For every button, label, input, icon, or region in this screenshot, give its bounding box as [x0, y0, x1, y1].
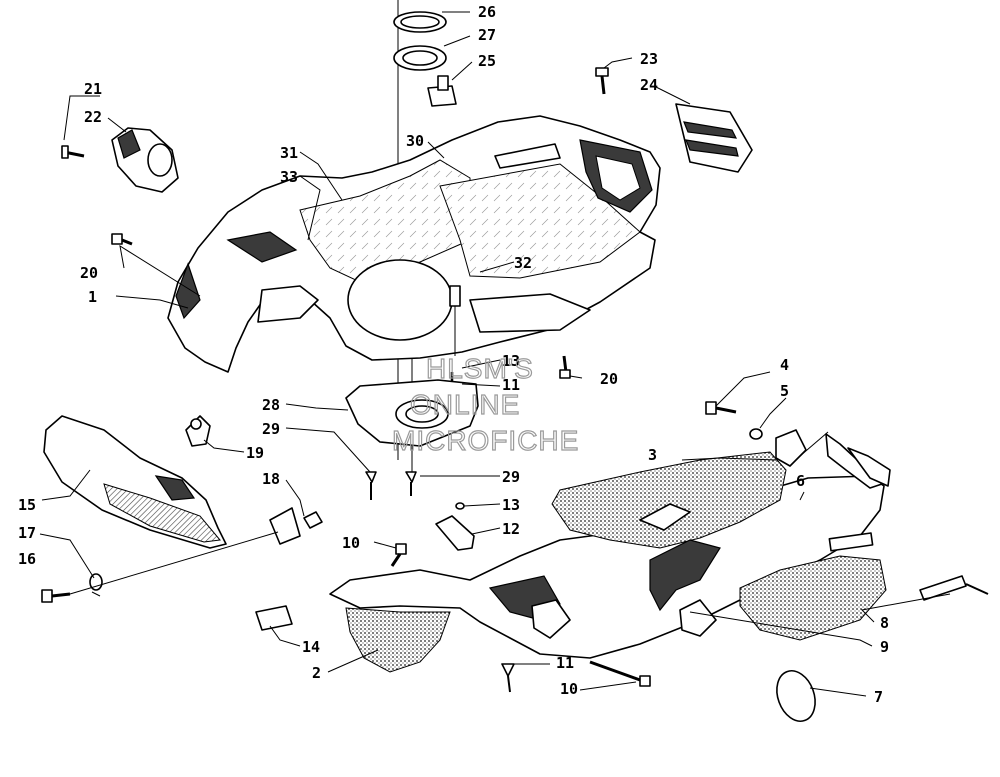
callout-8: 8: [880, 614, 889, 632]
callout-17: 17: [18, 524, 36, 542]
screw-21: [61, 145, 85, 159]
callout-19: 19: [246, 444, 264, 462]
callout-15: 15: [18, 496, 36, 514]
fastener-13-upper: [449, 285, 461, 356]
callout-29-right: 29: [502, 468, 520, 486]
callout-13-lower: 13: [502, 496, 520, 514]
callout-21: 21: [84, 80, 102, 98]
screw-20-left: [111, 233, 133, 246]
callout-10-upper: 10: [342, 534, 360, 552]
callout-11-upper: 11: [502, 376, 520, 394]
steering-boot-plate-28: [345, 379, 479, 447]
bracket-18: [269, 507, 323, 545]
screw-23: [595, 67, 609, 95]
callout-5: 5: [780, 382, 789, 400]
callout-18: 18: [262, 470, 280, 488]
callout-12: 12: [502, 520, 520, 538]
callout-29-left: 29: [262, 420, 280, 438]
callout-4: 4: [780, 356, 789, 374]
rivet-29-left: [365, 471, 377, 500]
upper-console-body: [167, 115, 661, 373]
screw-10-lower: [589, 660, 651, 687]
plug-cap-7: [776, 670, 816, 722]
fastener-13-lower: [455, 502, 465, 510]
flange-ring-27: [393, 45, 447, 71]
screw-16: [41, 589, 71, 603]
callout-9: 9: [880, 638, 889, 656]
callout-31: 31: [280, 144, 298, 162]
callout-20-left: 20: [80, 264, 98, 282]
watermark-line-3: MICROFICHE: [392, 425, 579, 456]
washer-17: [89, 573, 103, 591]
callout-2: 2: [312, 664, 321, 682]
rivet-29-right: [405, 471, 417, 496]
screw-20-right: [559, 355, 571, 379]
callout-33: 33: [280, 168, 298, 186]
callout-3: 3: [648, 446, 657, 464]
callout-20-right: 20: [600, 370, 618, 388]
screw-4: [705, 401, 737, 415]
side-bumper-15: [43, 415, 227, 549]
clip-14: [255, 605, 293, 631]
callout-24: 24: [640, 76, 658, 94]
callout-13-upper: 13: [502, 352, 520, 370]
vent-louver-24: [675, 103, 753, 173]
retainer-12: [435, 515, 475, 551]
callout-11-lower: 11: [556, 654, 574, 672]
callout-7: 7: [874, 688, 883, 706]
callout-25: 25: [478, 52, 496, 70]
callout-1: 1: [88, 288, 97, 306]
leader-lines: [39, 11, 951, 697]
pivot-bracket-25: [427, 75, 457, 107]
screw-10-upper: [390, 543, 407, 567]
headlight-bezel-22: [111, 127, 179, 193]
seal-ring-26: [393, 11, 447, 33]
watermark: HLSM'S ONLINE MICROFICHE: [391, 352, 579, 456]
assembly-line-16-18: [69, 531, 279, 595]
callout-28: 28: [262, 396, 280, 414]
callout-23: 23: [640, 50, 658, 68]
clip-19: [185, 415, 211, 447]
bracket-plate-5: [749, 428, 807, 467]
callout-6: 6: [796, 472, 805, 490]
callout-30: 30: [406, 132, 424, 150]
callout-labels: 26 27 25 21 22 23 24 31 33 30 32 20 1 20…: [18, 3, 889, 706]
callout-14: 14: [302, 638, 320, 656]
lower-belly-pan: [329, 433, 891, 673]
callout-26: 26: [478, 3, 496, 21]
decal-plate-8: [919, 575, 989, 601]
watermark-line-2: ONLINE: [410, 389, 520, 420]
rivet-11-lower: [501, 663, 515, 693]
callout-27: 27: [478, 26, 496, 44]
callout-32: 32: [514, 254, 532, 272]
callout-10-lower: 10: [560, 680, 578, 698]
callout-16: 16: [18, 550, 36, 568]
watermark-line-1: HLSM'S: [426, 353, 534, 384]
callout-22: 22: [84, 108, 102, 126]
